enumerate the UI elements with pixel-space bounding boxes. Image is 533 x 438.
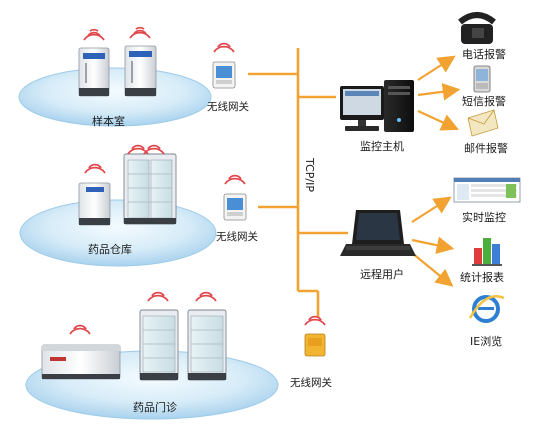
remote-output-arrows xyxy=(411,196,455,287)
fridge-and-display-cabinet-icon xyxy=(78,153,177,226)
ultra-low-freezer-pair-icon xyxy=(78,45,157,97)
host-output-label-email: 邮件报警 xyxy=(464,141,508,155)
gateway-label-1: 无线网关 xyxy=(207,100,249,113)
zone-label-sample-room: 样本室 xyxy=(92,114,125,128)
host-output-label-sms: 短信报警 xyxy=(462,94,506,108)
terminal-label-remote: 远程用户 xyxy=(360,267,404,281)
remote-output-label-report: 统计报表 xyxy=(460,270,504,284)
host-alert-arrows xyxy=(417,55,461,131)
monitor-screen-icon xyxy=(453,177,521,203)
desktop-pc-icon xyxy=(340,80,414,132)
laptop-icon xyxy=(340,210,416,256)
chest-freezer-and-cabinets-icon xyxy=(41,309,227,381)
bar-chart-icon xyxy=(472,238,502,266)
platform-drug-warehouse xyxy=(19,199,217,267)
gateway-label-3: 无线网关 xyxy=(290,376,332,389)
bus-label: TCP/IP xyxy=(303,157,316,192)
remote-output-label-realtime: 实时监控 xyxy=(462,210,506,224)
ie-browser-icon xyxy=(468,295,505,323)
zone-label-drug-clinic: 药品门诊 xyxy=(133,400,177,414)
telephone-icon xyxy=(458,12,496,44)
wireless-gateway-icon xyxy=(223,193,247,221)
zone-label-drug-warehouse: 药品仓库 xyxy=(88,242,132,256)
host-output-label-phone: 电话报警 xyxy=(462,47,506,61)
terminal-label-host: 监控主机 xyxy=(360,139,404,153)
mobile-phone-icon xyxy=(473,65,491,93)
remote-output-label-ie: IE浏览 xyxy=(470,334,502,348)
wifi-signal-icon xyxy=(304,315,326,326)
wifi-signal-icon xyxy=(213,42,235,53)
wifi-signal-icon xyxy=(69,291,217,335)
wifi-signal-icon xyxy=(83,29,151,41)
wireless-gateway-icon xyxy=(304,333,326,357)
wifi-signal-icon xyxy=(84,144,165,174)
gateway-label-2: 无线网关 xyxy=(216,230,258,243)
email-icon xyxy=(467,109,499,137)
platform-sample-room xyxy=(18,67,212,127)
wifi-signal-icon xyxy=(89,26,145,32)
tcp-ip-bus xyxy=(248,48,348,318)
wireless-gateway-icon xyxy=(212,61,236,89)
wifi-signal-icon xyxy=(224,174,246,185)
